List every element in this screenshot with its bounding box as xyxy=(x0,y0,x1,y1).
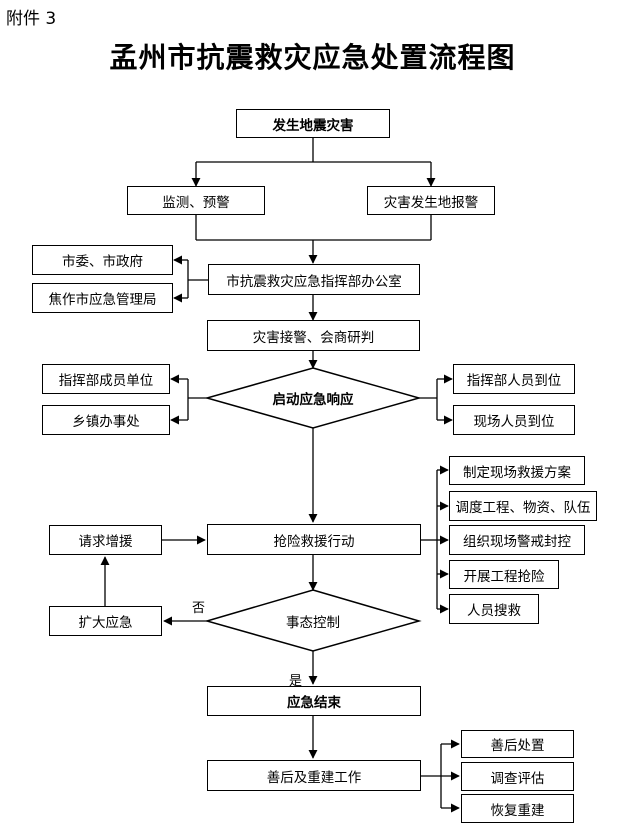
attachment-label: 附件 3 xyxy=(6,9,57,29)
make-rescue-plan-box: 制定现场救援方案 xyxy=(449,456,585,485)
yes-edge-label: 是 xyxy=(289,674,303,689)
township-offices-box: 乡镇办事处 xyxy=(42,405,170,435)
command-office-box: 市抗震救灾应急指挥部办公室 xyxy=(208,264,420,295)
aftermath-handling-box: 善后处置 xyxy=(461,730,574,758)
situation-control-label: 事态控制 xyxy=(286,615,340,631)
investigation-box: 调查评估 xyxy=(461,762,574,791)
start-response-label: 启动应急响应 xyxy=(272,392,354,408)
earthquake-occurrence-box: 发生地震灾害 xyxy=(236,109,390,138)
site-staff-arrive-box: 现场人员到位 xyxy=(453,405,575,435)
request-support-box: 请求增援 xyxy=(49,525,162,555)
situation-control-diamond xyxy=(204,589,422,652)
expand-response-box: 扩大应急 xyxy=(49,606,162,636)
start-response-diamond xyxy=(204,367,422,429)
rescue-action-box: 抢险救援行动 xyxy=(207,524,421,555)
reconstruction-box: 恢复重建 xyxy=(461,794,574,823)
disaster-site-alarm-box: 灾害发生地报警 xyxy=(367,186,495,215)
site-cordon-box: 组织现场警戒封控 xyxy=(449,525,585,555)
jiaozuo-emergency-bureau-box: 焦作市应急管理局 xyxy=(32,283,173,313)
aftermath-rebuild-box: 善后及重建工作 xyxy=(207,760,421,791)
receive-consult-box: 灾害接警、会商研判 xyxy=(207,320,420,351)
dispatch-resources-box: 调度工程、物资、队伍 xyxy=(449,491,597,521)
command-staff-arrive-box: 指挥部人员到位 xyxy=(453,364,575,394)
flowchart-title: 孟州市抗震救灾应急处置流程图 xyxy=(109,41,516,74)
response-end-box: 应急结束 xyxy=(207,686,421,716)
member-units-box: 指挥部成员单位 xyxy=(42,364,170,394)
no-edge-label: 否 xyxy=(192,601,206,616)
personnel-search-box: 人员搜救 xyxy=(449,594,539,624)
party-government-box: 市委、市政府 xyxy=(32,245,173,275)
monitoring-warning-box: 监测、预警 xyxy=(127,186,265,215)
engineering-rescue-box: 开展工程抢险 xyxy=(449,560,559,589)
